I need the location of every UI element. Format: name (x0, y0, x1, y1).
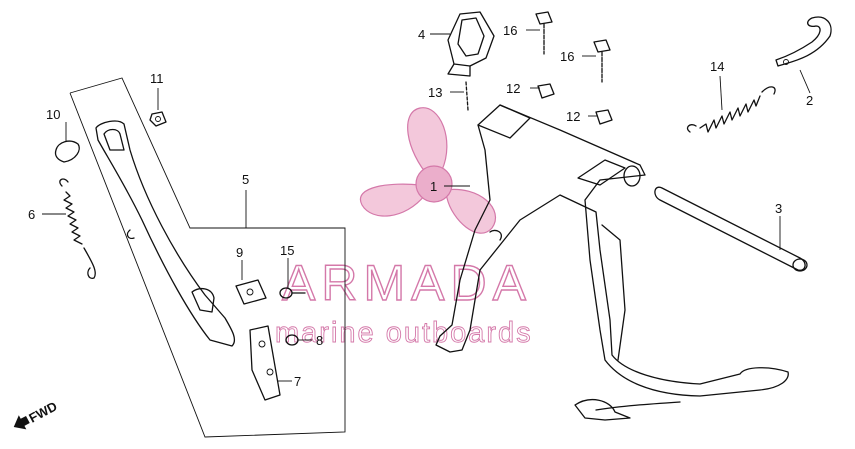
label-11: 11 (150, 71, 164, 86)
label-2: 2 (806, 93, 813, 108)
watermark-tagline: marine outboards (275, 317, 533, 349)
nut-11 (149, 111, 167, 127)
label-12b: 12 (566, 109, 580, 124)
label-14: 14 (710, 59, 724, 74)
side-stand-arm (95, 120, 236, 347)
propeller-logo (359, 107, 497, 234)
label-5: 5 (242, 172, 249, 187)
bolt-16b (593, 39, 611, 83)
label-16b: 16 (560, 49, 574, 64)
pin-13 (465, 81, 469, 111)
clip-4 (447, 11, 495, 77)
fwd-arrow: FWD (13, 399, 60, 430)
nut-12b (595, 109, 613, 125)
side-stand-assembly-box (69, 77, 346, 438)
label-13: 13 (428, 85, 442, 100)
label-7: 7 (294, 374, 301, 389)
spring-14 (686, 86, 776, 133)
label-16a: 16 (503, 23, 517, 38)
bracket-2 (775, 16, 832, 67)
leader-lines (42, 29, 811, 382)
nut-12a (537, 83, 555, 99)
callout-labels: 1 2 3 4 5 6 7 8 9 10 11 12 12 13 14 15 1… (28, 23, 813, 389)
fwd-arrow-icon (13, 415, 30, 430)
label-6: 6 (28, 207, 35, 222)
side-stand-switch (235, 279, 267, 305)
label-9: 9 (236, 245, 243, 260)
side-stand-plate (249, 325, 281, 401)
rubber-10 (54, 140, 80, 163)
watermark-brand: ARMADA (282, 255, 532, 311)
label-15: 15 (280, 243, 294, 258)
shaft-3 (654, 186, 808, 272)
spring-6 (59, 178, 96, 279)
fwd-label: FWD (26, 399, 59, 426)
main-stand (435, 104, 789, 421)
label-4: 4 (418, 27, 425, 42)
label-1: 1 (430, 179, 437, 194)
label-3: 3 (775, 201, 782, 216)
label-12a: 12 (506, 81, 520, 96)
bolt-16a (535, 11, 553, 55)
label-8: 8 (316, 333, 323, 348)
label-10: 10 (46, 107, 60, 122)
bolt-15 (279, 287, 306, 299)
